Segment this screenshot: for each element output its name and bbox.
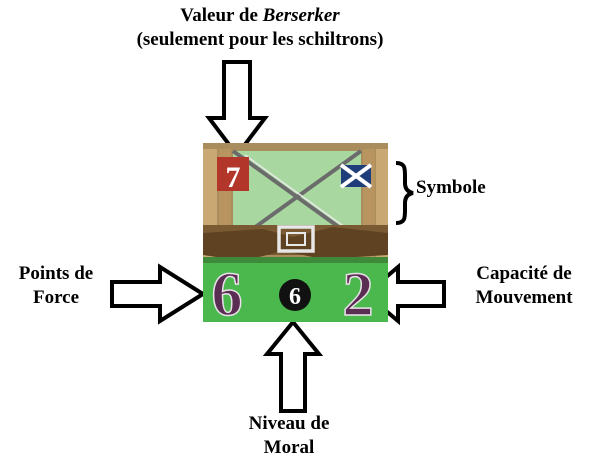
moral-label: Niveau de Moral: [248, 413, 330, 458]
arrow-up-icon: [262, 318, 324, 413]
symbole-label: Symbole: [416, 177, 486, 198]
pike-highlight: [244, 154, 354, 234]
berserker-box: [217, 157, 249, 191]
arrow-right-icon: [110, 263, 207, 325]
saltire-flag-icon: [339, 163, 373, 189]
mouvement-label: Capacité de Mouvement: [475, 263, 573, 308]
mouvement-value: 2: [343, 261, 374, 322]
curly-brace-icon: [395, 161, 414, 225]
moral-circle: [279, 279, 311, 311]
unit-counter: 7 6 6 2: [203, 143, 388, 322]
force-value: 6: [212, 261, 243, 322]
moral-value: 6: [289, 284, 301, 310]
arrow-down-icon: [204, 60, 270, 159]
buckle-icon: [277, 225, 315, 253]
berserker-value: 7: [226, 161, 241, 194]
force-label: Points de Force: [18, 263, 94, 308]
berserker-label: Valeur de Berserker (seulement pour les …: [136, 5, 384, 50]
